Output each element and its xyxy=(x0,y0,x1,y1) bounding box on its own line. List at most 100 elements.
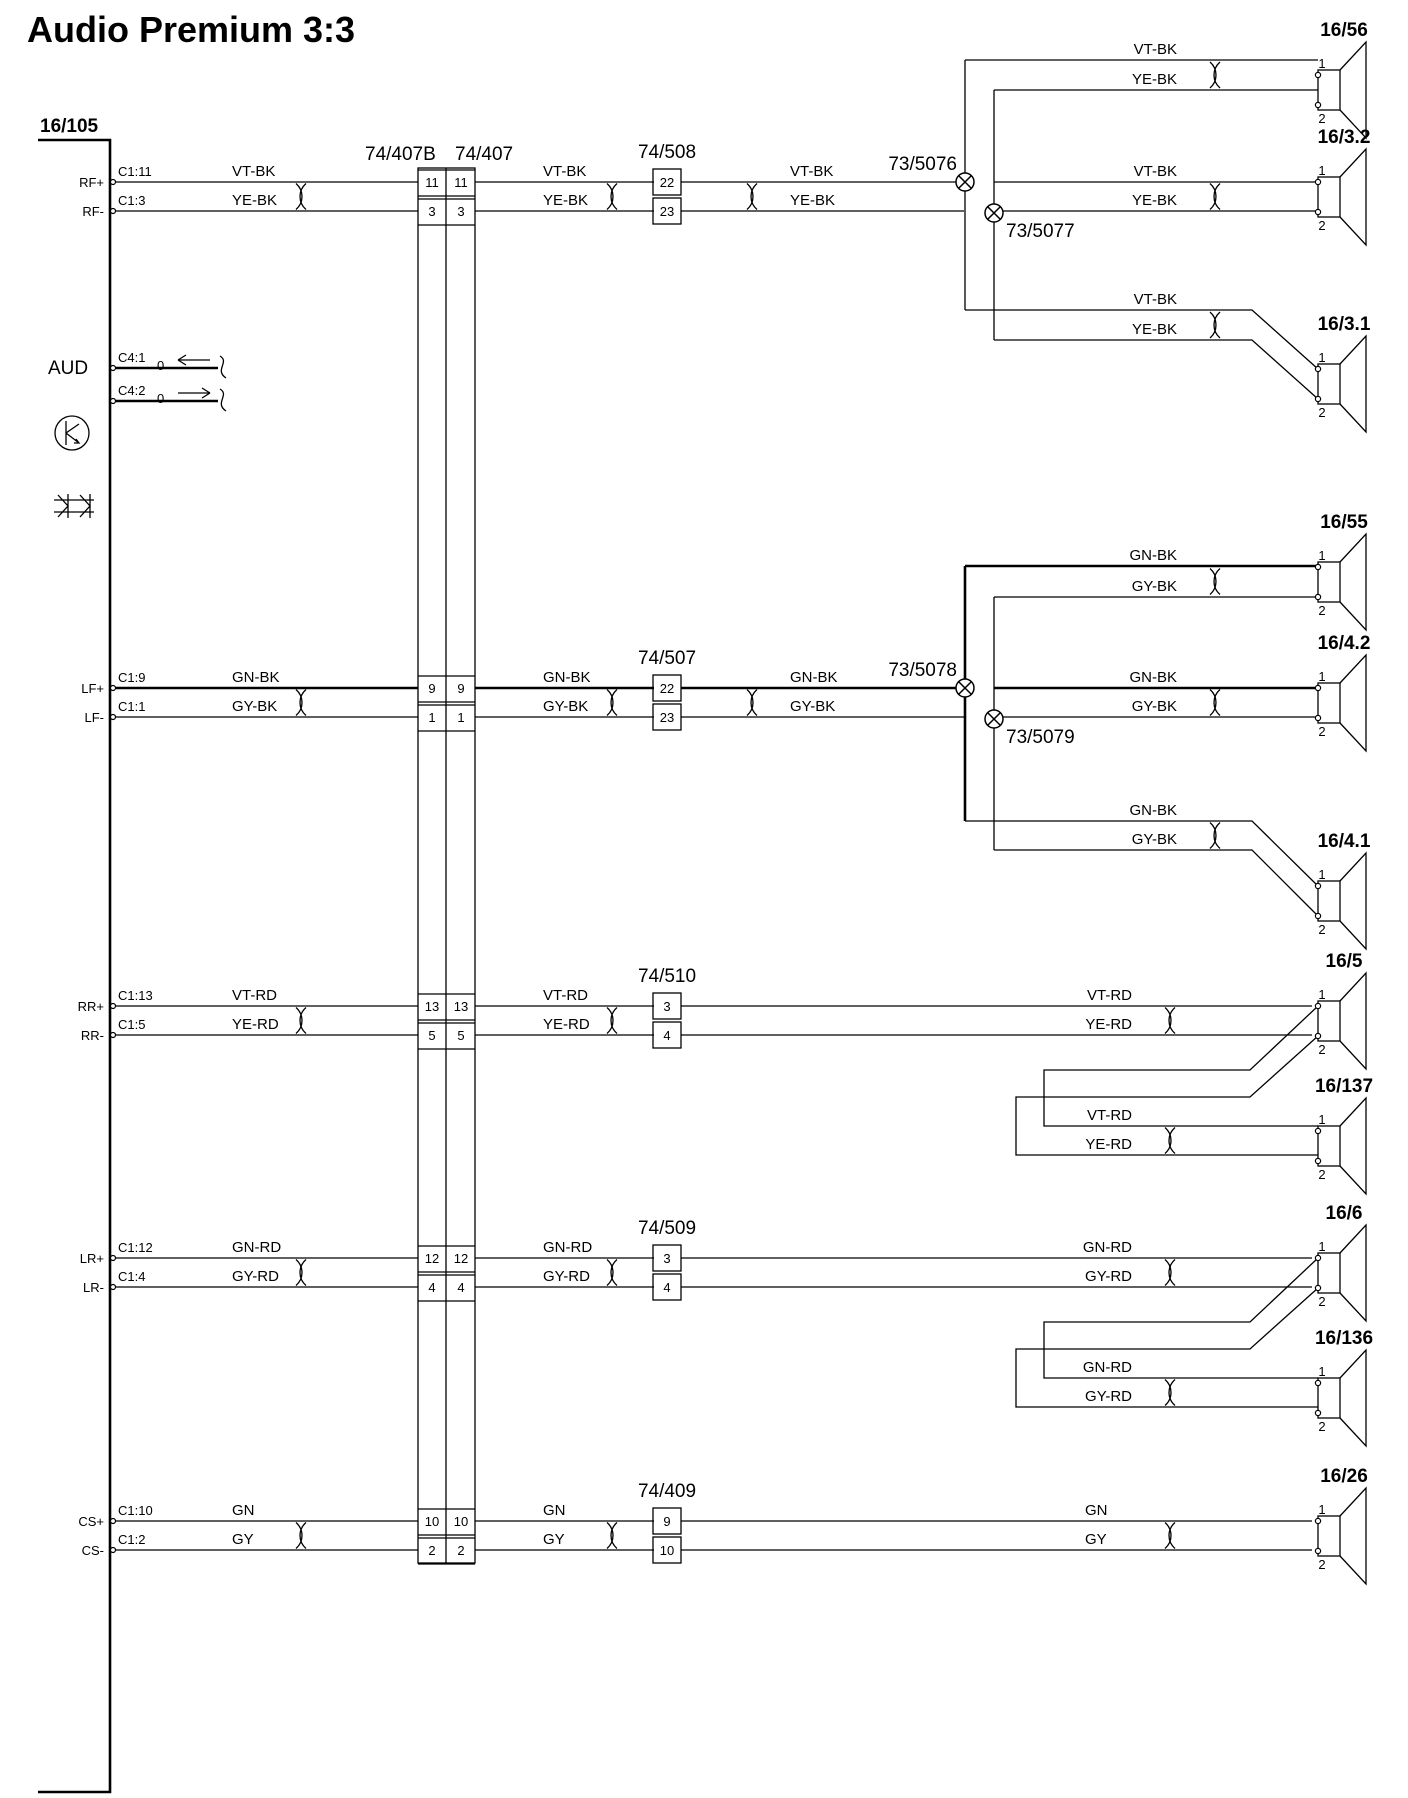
module-pin-name: RR+ xyxy=(78,999,104,1014)
speaker-pin-number: 1 xyxy=(1318,1502,1325,1517)
speaker-pin-number: 2 xyxy=(1318,1294,1325,1309)
connector-label: 74/407 xyxy=(455,144,513,165)
module-pin-conn: C1:9 xyxy=(118,670,145,685)
splice-icon xyxy=(955,678,975,698)
wire-color-label: GY xyxy=(232,1531,254,1548)
aud-pin-row-2: C4:2 0 xyxy=(109,383,227,412)
wire-color-label: GN xyxy=(232,1502,255,1519)
twisted-pair-icon xyxy=(295,182,307,211)
wire-color-label: VT-RD xyxy=(232,987,277,1004)
speaker-ref: 16/137 xyxy=(1315,1076,1373,1097)
module-pin-name: CS+ xyxy=(78,1514,104,1529)
module-pin-conn: C1:4 xyxy=(118,1269,145,1284)
module-pin-conn: C1:11 xyxy=(118,164,152,179)
wire-color-label: GN xyxy=(1085,1502,1108,1519)
twisted-pair-icon xyxy=(295,1006,307,1035)
twisted-pair-icon xyxy=(1164,1258,1176,1287)
wire-color-label: GY-BK xyxy=(1132,831,1177,848)
speaker-pin-number: 1 xyxy=(1318,1239,1325,1254)
connector-pin-number: 22 xyxy=(660,175,674,190)
speaker-pin-number: 2 xyxy=(1318,1419,1325,1434)
connector-pin-number: 3 xyxy=(663,1251,670,1266)
audio-module: 16/105 AUD xyxy=(38,116,112,1794)
wire-color-label: GN-BK xyxy=(232,669,280,686)
splice-ref: 73/5079 xyxy=(1006,727,1075,748)
wire-color-label: GN-BK xyxy=(543,669,591,686)
aud-pin-conn: C4:1 xyxy=(118,350,145,365)
wire-color-label: YE-BK xyxy=(1132,192,1177,209)
splice-ref: 73/5076 xyxy=(888,154,957,175)
svg-text:0: 0 xyxy=(157,358,164,373)
wire-color-label: GY-RD xyxy=(232,1268,279,1285)
connector-ref: 74/507 xyxy=(638,648,696,669)
wire-color-label: VT-BK xyxy=(1134,163,1177,180)
module-ref: 16/105 xyxy=(40,116,99,137)
wire-color-label: GN-RD xyxy=(1083,1239,1132,1256)
connector-pin-number: 4 xyxy=(663,1280,670,1295)
diode-icon xyxy=(54,494,94,518)
cavity-number: 3 xyxy=(457,204,464,219)
wire-color-label: VT-BK xyxy=(1134,41,1177,58)
wire-color-label: GY-BK xyxy=(1132,578,1177,595)
connector-pin-number: 10 xyxy=(660,1543,674,1558)
wire-color-label: GY xyxy=(1085,1531,1107,1548)
connector-pin-number: 22 xyxy=(660,681,674,696)
wire-color-label: GN-BK xyxy=(790,669,838,686)
speaker-pin-number: 2 xyxy=(1318,1557,1325,1572)
arrow-left-icon xyxy=(177,354,210,366)
speaker-ref: 16/56 xyxy=(1320,20,1368,41)
speaker-pin-number: 1 xyxy=(1318,163,1325,178)
cavity-number: 5 xyxy=(428,1028,435,1043)
connector-ref: 74/510 xyxy=(638,966,696,987)
transistor-icon xyxy=(54,415,90,451)
speaker-pin-number: 2 xyxy=(1318,111,1325,126)
wire-color-label: YE-BK xyxy=(1132,321,1177,338)
wire-color-label: GN-RD xyxy=(232,1239,281,1256)
wire-color-label: YE-BK xyxy=(543,192,588,209)
module-pin-name: LF- xyxy=(85,710,105,725)
speaker-pin-number: 1 xyxy=(1318,548,1325,563)
wire-color-label: GY-BK xyxy=(232,698,277,715)
connector-pin-number: 23 xyxy=(660,204,674,219)
module-pin-terminal xyxy=(109,1002,117,1010)
connector-pin-number: 23 xyxy=(660,710,674,725)
twisted-pair-icon xyxy=(1209,688,1221,717)
cavity-number: 13 xyxy=(425,999,439,1014)
speaker-pin-number: 2 xyxy=(1318,922,1325,937)
wire-color-label: GY-RD xyxy=(543,1268,590,1285)
aud-pin-conn: C4:2 xyxy=(118,383,145,398)
splice-ref: 73/5077 xyxy=(1006,221,1075,242)
module-pin-name: CS- xyxy=(82,1543,104,1558)
twisted-pair-icon xyxy=(606,1521,618,1550)
wire-color-label: GN-BK xyxy=(1129,547,1177,564)
module-pin-terminal xyxy=(109,207,117,215)
wire-color-label: YE-RD xyxy=(1085,1136,1132,1153)
twisted-pair-icon xyxy=(1209,61,1221,89)
speaker-ref: 16/3.2 xyxy=(1318,127,1371,148)
aud-label: AUD xyxy=(48,358,88,379)
speaker-pin-number: 1 xyxy=(1318,350,1325,365)
wire-color-label: YE-RD xyxy=(1085,1016,1132,1033)
cavity-number: 11 xyxy=(454,175,468,190)
speaker-pin-number: 1 xyxy=(1318,1112,1325,1127)
twisted-pair-icon xyxy=(606,1258,618,1287)
wire-color-label: GY-BK xyxy=(790,698,835,715)
connector-pin-number: 3 xyxy=(663,999,670,1014)
wire-color-label: VT-RD xyxy=(543,987,588,1004)
speaker-group: 73/507673/507716/5612VT-BKYE-BK16/3.212V… xyxy=(888,20,1371,433)
module-pin-terminal xyxy=(109,1283,117,1291)
wire-color-label: VT-BK xyxy=(543,163,586,180)
module-pin-terminal xyxy=(109,1254,117,1262)
twisted-pair-icon xyxy=(1164,1006,1176,1035)
cavity-number: 9 xyxy=(428,681,435,696)
speaker-ref: 16/4.1 xyxy=(1318,831,1371,852)
cavity-number: 10 xyxy=(425,1514,439,1529)
arrow-right-icon xyxy=(178,387,211,399)
speaker-pin-number: 2 xyxy=(1318,603,1325,618)
wire-color-label: GY xyxy=(543,1531,565,1548)
